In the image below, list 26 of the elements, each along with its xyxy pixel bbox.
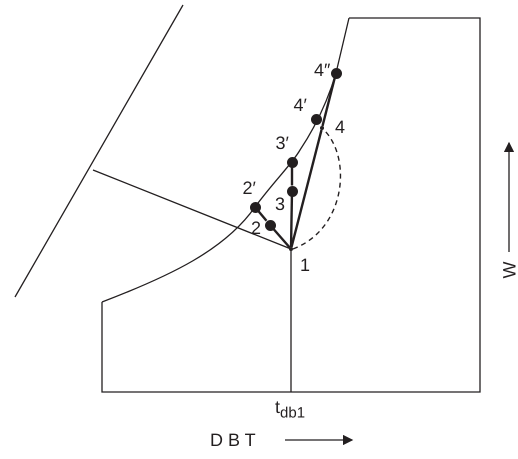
state-point-dot xyxy=(250,202,260,212)
point-label: 4″ xyxy=(314,60,330,80)
axis-label: W xyxy=(499,262,518,278)
point-label: 3 xyxy=(275,194,286,214)
process-line xyxy=(290,196,294,248)
state-point xyxy=(320,126,324,130)
process-line xyxy=(321,78,336,126)
state-point xyxy=(289,247,293,251)
point-label: 4 xyxy=(335,117,346,137)
point-label: 4′ xyxy=(294,95,307,115)
process-line xyxy=(290,130,323,248)
state-point-dot xyxy=(286,186,298,196)
dashed-process-line xyxy=(292,130,342,250)
state-point-dot xyxy=(330,68,342,78)
point-label: 3′ xyxy=(276,133,289,153)
state-point-dot xyxy=(310,114,322,124)
point-label: 1 xyxy=(300,255,310,275)
state-point-dot xyxy=(264,220,276,230)
point-label: 2 xyxy=(251,218,262,238)
process-line xyxy=(290,168,294,186)
temperature-label: t$_{db1}$ xyxy=(275,396,306,424)
state-point-dot xyxy=(286,156,298,168)
process-line xyxy=(258,210,268,222)
point-label: 2′ xyxy=(242,178,256,198)
axis-label: D B T xyxy=(210,430,256,450)
process-line xyxy=(272,228,291,248)
